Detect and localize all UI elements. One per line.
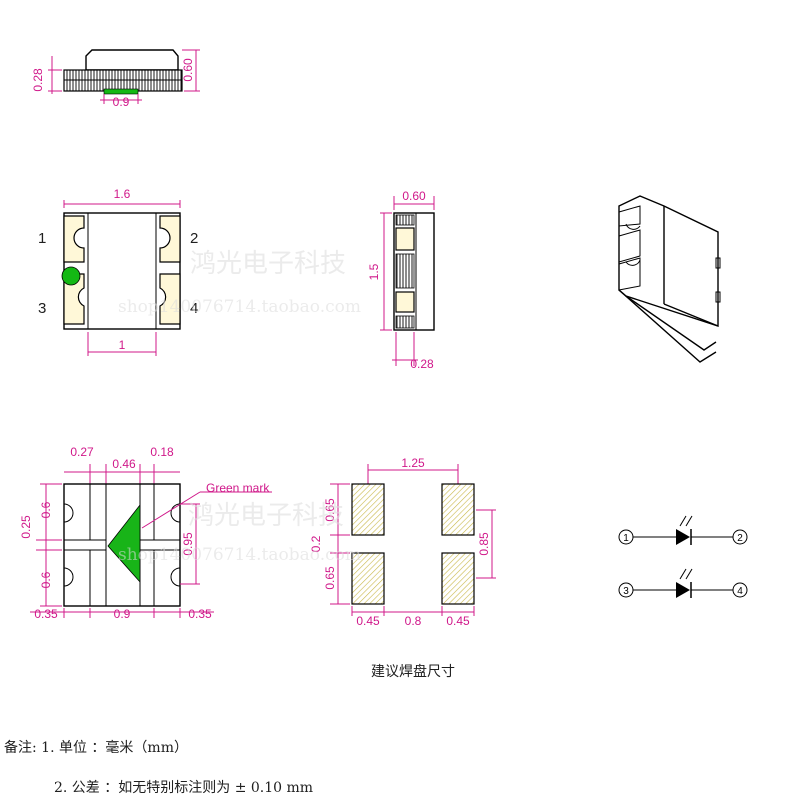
top-view-pin-3: 3 — [38, 300, 46, 317]
end-view: 0.60 1.5 0.28 — [367, 189, 435, 371]
bottom-view-dim-046: 0.46 — [112, 457, 136, 471]
solder-pad-top-right — [441, 483, 475, 536]
bottom-view-dim-027: 0.27 — [70, 445, 94, 459]
solder-pads-dim-045-left: 0.45 — [356, 614, 380, 628]
top-view-green-dot — [61, 266, 81, 286]
side-view-lens — [85, 49, 179, 71]
circuit-symbol-top: 1 2 — [618, 515, 748, 545]
top-view-pin-1: 1 — [38, 230, 46, 247]
watermark-title-1: 鸿光电子科技 — [190, 249, 346, 279]
solder-pads-dim-08: 0.8 — [405, 614, 422, 628]
solder-pads-view: 1.25 0.65 0.2 0.65 0.85 0.45 0.8 0.45 建议… — [309, 456, 496, 680]
side-view-dim-bottom: 0.9 — [113, 95, 130, 109]
side-view-dim-right: 0.60 — [181, 58, 195, 82]
bottom-view-dim-035-right: 0.35 — [188, 607, 212, 621]
end-view-dim-bottom: 0.28 — [410, 357, 434, 371]
end-view-dim-top: 0.60 — [402, 189, 426, 203]
symbol-pin-2: 2 — [737, 533, 743, 544]
solder-pad-bottom-right — [441, 552, 475, 605]
isometric-view — [618, 195, 721, 363]
solder-pads-dim-065-top: 0.65 — [323, 498, 337, 522]
solder-pads-dim-085: 0.85 — [477, 532, 491, 556]
bottom-view: 0.27 0.46 0.18 Green mark 0.6 0.25 0.6 — [19, 445, 272, 621]
top-view-pad-1 — [63, 215, 85, 263]
bottom-view-dim-06-top: 0.6 — [39, 501, 53, 518]
pin-circle-4 — [732, 582, 748, 598]
solder-pads-dim-02: 0.2 — [309, 535, 323, 552]
bottom-view-green-mark — [107, 503, 141, 584]
notes: 备注: 1. 单位 ：毫米（mm） 2. 公差 ：如无特别标注则为 ± 0.10… — [4, 739, 313, 796]
led-diode-icon — [676, 529, 690, 545]
bottom-view-dim-035-left: 0.35 — [34, 607, 58, 621]
side-view: 0.28 0.60 0.9 — [31, 49, 200, 109]
bottom-view-dim-025: 0.25 — [19, 515, 33, 539]
top-view-pad-2 — [159, 215, 181, 263]
symbol-pin-4: 4 — [737, 586, 743, 597]
bottom-view-green-mark-label: Green mark — [206, 481, 270, 495]
watermark: 鸿光电子科技 shop140076714.taobao.com 鸿光电子科技 s… — [118, 249, 361, 565]
bottom-view-dim-095: 0.95 — [181, 532, 195, 556]
bottom-view-dim-06-bottom: 0.6 — [39, 571, 53, 588]
bottom-view-body — [63, 483, 181, 607]
end-view-dim-left: 1.5 — [367, 263, 381, 280]
symbol-pin-3: 3 — [623, 586, 629, 597]
top-view-dim-width: 1.6 — [114, 187, 131, 201]
top-view-pad-3 — [63, 273, 85, 325]
solder-pads-dim-125: 1.25 — [401, 456, 425, 470]
solder-pad-bottom-left — [351, 552, 385, 605]
top-view-pad-4 — [159, 273, 181, 325]
bottom-view-dim-018: 0.18 — [150, 445, 174, 459]
solder-pads-dim-065-bottom: 0.65 — [323, 566, 337, 590]
symbol-pin-1: 1 — [623, 533, 629, 544]
solder-pad-top-left — [351, 483, 385, 536]
circuit-symbol-bottom: 3 4 — [618, 568, 748, 598]
side-view-dim-left: 0.28 — [31, 68, 45, 92]
side-view-green-strip — [103, 88, 139, 95]
top-view-lens-area — [87, 212, 157, 330]
top-view-dim-bottom: 1 — [119, 338, 126, 352]
top-view: 1.6 1 2 3 4 1 — [38, 187, 198, 356]
led-diode-icon — [676, 582, 690, 598]
note-line-1: 备注: 1. 单位 ：毫米（mm） — [4, 739, 188, 756]
note-line-2: 2. 公差 ：如无特别标注则为 ± 0.10 mm — [54, 780, 313, 796]
watermark-url-1: shop140076714.taobao.com — [118, 297, 361, 317]
watermark-title-2: 鸿光电子科技 — [188, 501, 344, 531]
solder-pads-caption: 建议焊盘尺寸 — [371, 663, 455, 680]
top-view-pin-4: 4 — [190, 300, 198, 317]
watermark-url-2: shop140076714.taobao.com — [118, 545, 361, 565]
pin-circle-2 — [732, 529, 748, 545]
solder-pads-dim-045-right: 0.45 — [446, 614, 470, 628]
top-view-pin-2: 2 — [190, 230, 198, 247]
bottom-view-dim-09: 0.9 — [114, 607, 131, 621]
